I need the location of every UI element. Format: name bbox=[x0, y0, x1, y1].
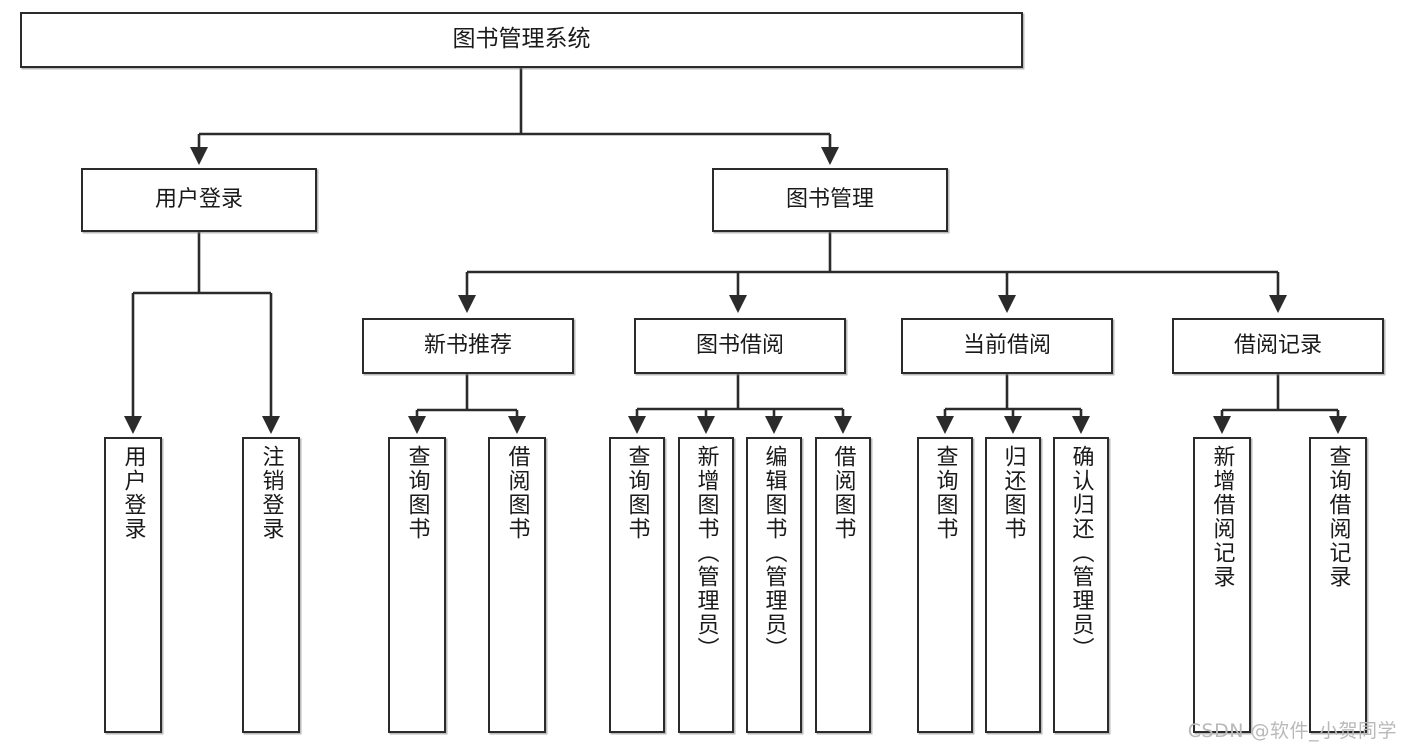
node-leaf-current-confirm-return-label: 确认归还（管理员） bbox=[1068, 445, 1094, 661]
node-leaf-borrow-edit-book[interactable]: 编辑图书（管理员） bbox=[746, 437, 802, 733]
node-leaf-user-login-logout-label: 注销登录 bbox=[258, 445, 284, 541]
node-leaf-record-add[interactable]: 新增借阅记录 bbox=[1193, 437, 1251, 733]
node-leaf-user-login-login-label: 用户登录 bbox=[120, 445, 146, 541]
node-leaf-new-book-query[interactable]: 查询图书 bbox=[388, 437, 446, 733]
node-leaf-record-query[interactable]: 查询借阅记录 bbox=[1309, 437, 1367, 733]
node-leaf-borrow-borrow-book-label: 借阅图书 bbox=[830, 445, 856, 541]
node-leaf-user-login-login[interactable]: 用户登录 bbox=[104, 437, 162, 733]
node-borrow-record-label: 借阅记录 bbox=[1233, 333, 1322, 359]
node-leaf-borrow-add-book[interactable]: 新增图书（管理员） bbox=[678, 437, 734, 733]
node-user-login-label: 用户登录 bbox=[154, 187, 243, 213]
node-leaf-new-book-borrow[interactable]: 借阅图书 bbox=[488, 437, 546, 733]
node-root-system[interactable]: 图书管理系统 bbox=[20, 12, 1023, 68]
csdn-watermark: CSDN @软件_小贺同学 bbox=[1187, 720, 1397, 742]
node-current-borrow[interactable]: 当前借阅 bbox=[901, 318, 1113, 374]
node-leaf-current-query[interactable]: 查询图书 bbox=[917, 437, 973, 733]
node-current-borrow-label: 当前借阅 bbox=[962, 333, 1051, 359]
node-leaf-current-confirm-return[interactable]: 确认归还（管理员） bbox=[1053, 437, 1109, 733]
node-user-login[interactable]: 用户登录 bbox=[81, 168, 317, 232]
node-borrow-record[interactable]: 借阅记录 bbox=[1172, 318, 1384, 374]
node-leaf-borrow-borrow-book[interactable]: 借阅图书 bbox=[815, 437, 871, 733]
node-new-book-recommend[interactable]: 新书推荐 bbox=[362, 318, 574, 374]
node-leaf-borrow-edit-book-label: 编辑图书（管理员） bbox=[761, 445, 787, 661]
node-leaf-new-book-query-label: 查询图书 bbox=[404, 445, 430, 541]
node-leaf-borrow-add-book-label: 新增图书（管理员） bbox=[693, 445, 719, 661]
node-leaf-current-return-label: 归还图书 bbox=[1000, 445, 1026, 541]
node-leaf-borrow-query[interactable]: 查询图书 bbox=[609, 437, 665, 733]
node-leaf-new-book-borrow-label: 借阅图书 bbox=[504, 445, 530, 541]
node-leaf-user-login-logout[interactable]: 注销登录 bbox=[242, 437, 300, 733]
node-book-borrow-label: 图书借阅 bbox=[695, 333, 784, 359]
node-book-management-label: 图书管理 bbox=[785, 187, 874, 213]
node-new-book-recommend-label: 新书推荐 bbox=[423, 333, 512, 359]
node-leaf-record-query-label: 查询借阅记录 bbox=[1325, 445, 1351, 589]
node-leaf-record-add-label: 新增借阅记录 bbox=[1209, 445, 1235, 589]
node-leaf-current-return[interactable]: 归还图书 bbox=[985, 437, 1041, 733]
node-book-borrow[interactable]: 图书借阅 bbox=[634, 318, 846, 374]
node-root-system-label: 图书管理系统 bbox=[452, 26, 591, 53]
node-leaf-borrow-query-label: 查询图书 bbox=[624, 445, 650, 541]
node-book-management[interactable]: 图书管理 bbox=[712, 168, 948, 232]
node-leaf-current-query-label: 查询图书 bbox=[932, 445, 958, 541]
